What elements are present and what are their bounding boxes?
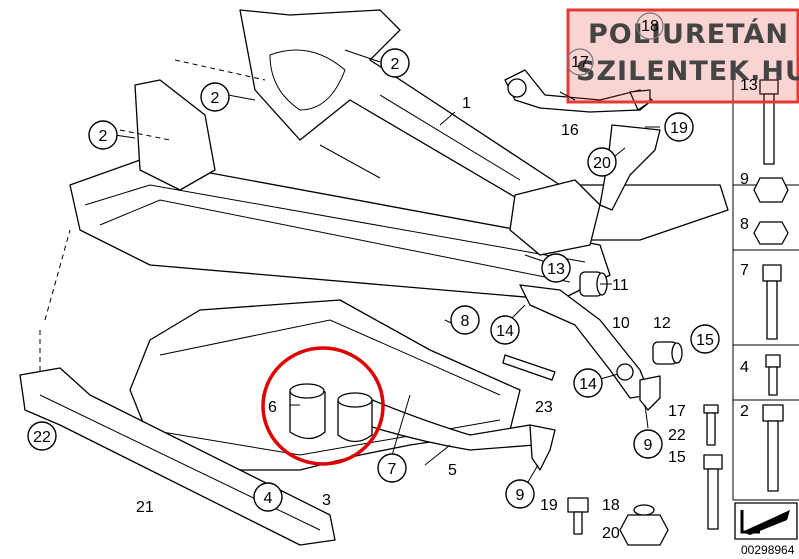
callout-circle	[690, 324, 720, 354]
callout-circle	[253, 482, 283, 512]
callout-c9a: 9	[633, 429, 663, 459]
hw-nut-9	[753, 177, 789, 203]
callout-text: 13	[547, 261, 565, 278]
hw-label-4: 4	[740, 359, 749, 376]
callout-circle	[490, 315, 520, 345]
callout-text: 2	[391, 56, 400, 73]
part-number-21: 21	[136, 499, 154, 516]
callout-circle	[587, 147, 617, 177]
callout-circle	[27, 421, 57, 451]
callout-text: 8	[461, 313, 470, 330]
part-number-11: 11	[612, 277, 629, 294]
callout-text: 9	[516, 487, 525, 504]
callout-circle	[633, 429, 663, 459]
callout-circle	[377, 453, 407, 483]
callout-text: 14	[496, 323, 514, 340]
callout-c14a: 14	[490, 315, 520, 345]
part-number-1: 1	[462, 95, 471, 112]
callout-text: 2	[99, 128, 108, 145]
callout-circle	[541, 253, 571, 283]
hw-nut-8	[753, 221, 789, 245]
front-axle-subframe	[39, 9, 729, 380]
callout-text: 14	[579, 376, 597, 393]
bolt-19	[567, 497, 589, 535]
watermark-line1: POLIURETÁN	[588, 18, 789, 50]
bolt-15	[703, 454, 723, 530]
callout-c18: 18	[636, 12, 664, 40]
callout-c20: 20	[587, 147, 617, 177]
callout-text: 20	[593, 155, 611, 172]
callout-text: 22	[33, 429, 51, 446]
callout-circle	[450, 305, 480, 335]
callout-c17: 17	[566, 48, 594, 76]
wishbone-left	[349, 394, 556, 471]
hw-label-17: 17	[668, 403, 686, 420]
hw-label-18: 18	[602, 497, 620, 514]
part-number-16: 16	[561, 122, 579, 139]
part-number-12: 12	[653, 315, 671, 332]
diagram-code: 00298964	[741, 543, 795, 557]
callout-text: 18	[641, 18, 659, 35]
leader-lines	[114, 49, 660, 483]
part-number-6: 6	[268, 399, 277, 416]
callout-c13a: 13	[541, 253, 571, 283]
hw-label-15: 15	[668, 449, 686, 466]
callout-circle	[664, 112, 694, 142]
part-number-5: 5	[448, 462, 457, 479]
hw-bolt-4	[765, 354, 781, 396]
callout-c22: 22	[27, 421, 57, 451]
callout-c15: 15	[690, 324, 720, 354]
callout-text: 9	[644, 437, 653, 454]
hw-bolt-7	[762, 264, 782, 340]
callout-circle	[566, 48, 594, 76]
callout-c8: 8	[450, 305, 480, 335]
hw-label-2: 2	[740, 403, 749, 420]
hw-bolt-2	[762, 404, 784, 492]
part-23-strip	[502, 354, 556, 381]
callout-text: 2	[211, 90, 220, 107]
callout-text: 15	[696, 332, 714, 349]
hw-label-8: 8	[740, 216, 749, 233]
callout-c4: 4	[253, 482, 283, 512]
callout-circle	[380, 48, 410, 78]
callout-circle	[636, 12, 664, 40]
hw-label-22: 22	[668, 427, 686, 444]
callout-circle	[573, 368, 603, 398]
callout-c19: 19	[664, 112, 694, 142]
part-number-3: 3	[322, 492, 331, 509]
hw-label-20: 20	[602, 525, 620, 542]
callout-c2c: 2	[88, 120, 118, 150]
watermark-line2: SZILENTEK.HU	[576, 56, 799, 87]
callout-text: 7	[388, 461, 397, 478]
control-arm-right	[519, 284, 661, 411]
callout-c7: 7	[377, 453, 407, 483]
callout-circle	[88, 120, 118, 150]
hw-label-19: 19	[540, 497, 558, 514]
part-number-23: 23	[535, 399, 553, 416]
callout-circle	[200, 82, 230, 112]
callout-text: 19	[670, 120, 688, 137]
callout-circle	[505, 479, 535, 509]
callout-c2b: 2	[200, 82, 230, 112]
hw-label-9: 9	[740, 171, 749, 188]
callout-text: 4	[264, 490, 273, 507]
callout-c9b: 9	[505, 479, 535, 509]
callout-c2a: 2	[380, 48, 410, 78]
hw-label-7: 7	[740, 262, 749, 279]
callout-text: 17	[571, 54, 589, 71]
hw-label-13: 13	[740, 77, 758, 94]
nut-18-20	[619, 504, 669, 546]
direction-arrow-icon	[734, 502, 798, 540]
bushing-12	[652, 341, 683, 365]
bolt-17-22	[703, 404, 719, 446]
highlight-ellipse	[261, 346, 385, 466]
hydro-mount-pair	[289, 383, 373, 443]
part-number-10: 10	[612, 315, 630, 332]
callout-c14b: 14	[573, 368, 603, 398]
hw-bolt-13	[759, 79, 779, 165]
watermark-logo: POLIURETÁN SZILENTEK.HU	[566, 8, 799, 104]
